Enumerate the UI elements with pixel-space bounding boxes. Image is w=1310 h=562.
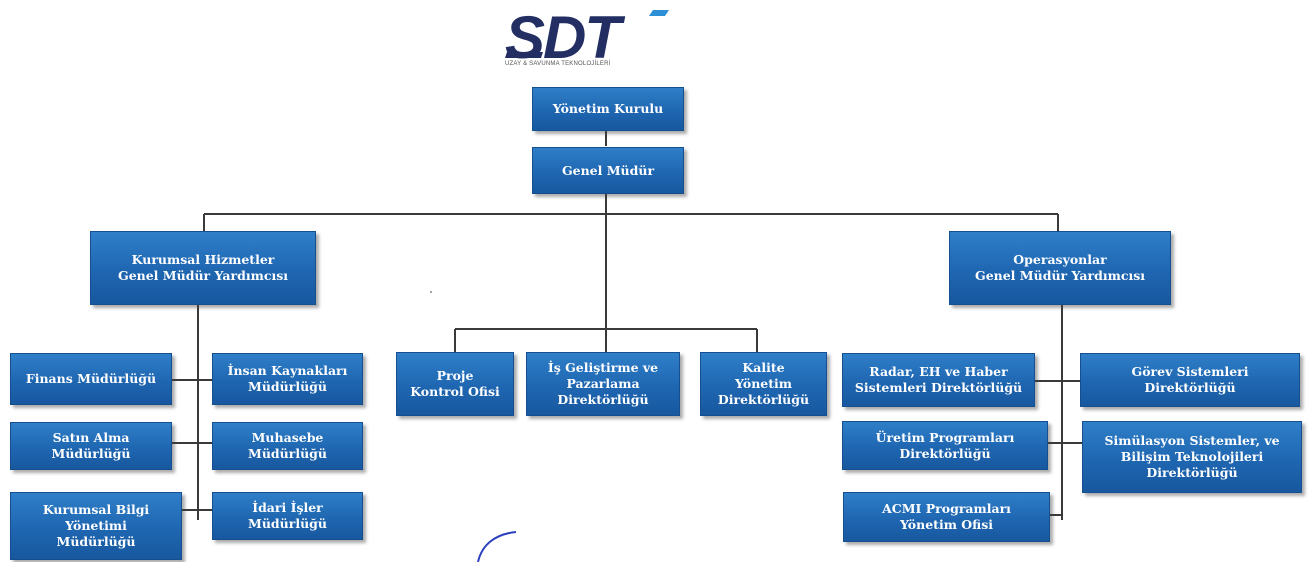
accounting-line2: Müdürlüğü (247, 446, 327, 461)
board-label: Yönetim Kurulu (552, 101, 664, 116)
radar-line1: Radar, EH ve Haber (869, 364, 1008, 379)
simulation-line1: Simülasyon Sistemler, ve (1104, 433, 1280, 448)
admin-affairs-line1: İdari İşler (252, 500, 323, 515)
corporate-info-line1: Kurumsal Bilgi (42, 502, 150, 517)
general-manager-box: Genel Müdür (532, 147, 684, 194)
production-programs-line1: Üretim Programları (875, 429, 1015, 445)
purchasing-line1: Satın Alma (52, 430, 130, 445)
production-programs-box: Üretim Programları Direktörlüğü (842, 421, 1048, 470)
simulation-line2: Bilişim Teknolojileri (1120, 449, 1264, 464)
finance-label: Finans Müdürlüğü (25, 371, 157, 386)
stray-dot (430, 291, 432, 293)
business-development-line1: İş Geliştirme ve (547, 360, 659, 375)
corporate-services-vp-line1: Kurumsal Hizmetler (131, 252, 275, 267)
hr-line2: Müdürlüğü (247, 379, 327, 394)
pen-stroke-mark (477, 531, 517, 562)
quality-box: Kalite Yönetim Direktörlüğü (700, 352, 827, 416)
operations-vp-line2: Genel Müdür Yardımcısı (975, 268, 1145, 283)
hr-line1: İnsan Kaynakları (227, 363, 348, 378)
corporate-info-line3: Müdürlüğü (56, 534, 136, 549)
purchasing-line2: Müdürlüğü (51, 446, 131, 461)
business-development-box: İş Geliştirme ve Pazarlama Direktörlüğü (526, 352, 680, 416)
admin-affairs-line2: Müdürlüğü (247, 516, 327, 531)
corporate-services-vp-box: Kurumsal Hizmetler Genel Müdür Yardımcıs… (90, 231, 316, 305)
mission-systems-line2: Direktörlüğü (1144, 380, 1236, 395)
acmi-programs-box: ACMI Programları Yönetim Ofisi (843, 492, 1050, 542)
finance-box: Finans Müdürlüğü (10, 353, 172, 405)
operations-vp-line1: Operasyonlar (1013, 252, 1107, 267)
accounting-box: Muhasebe Müdürlüğü (212, 422, 363, 470)
logo-text: SDT (505, 6, 625, 71)
hr-box: İnsan Kaynakları Müdürlüğü (212, 353, 363, 405)
business-development-line2: Pazarlama (566, 376, 640, 391)
project-control-box: Proje Kontrol Ofisi (396, 352, 514, 416)
corporate-info-line2: Yönetimi (65, 518, 127, 533)
corporate-services-vp-line2: Genel Müdür Yardımcısı (118, 268, 288, 283)
corporate-info-box: Kurumsal Bilgi Yönetimi Müdürlüğü (10, 492, 182, 560)
quality-line3: Direktörlüğü (717, 392, 810, 407)
admin-affairs-box: İdari İşler Müdürlüğü (212, 492, 363, 540)
sdt-logo: SDT (505, 6, 669, 71)
project-control-line1: Proje (436, 368, 474, 383)
simulation-box: Simülasyon Sistemler, ve Bilişim Teknolo… (1082, 421, 1302, 493)
radar-line2: Sistemleri Direktörlüğü (854, 380, 1023, 395)
simulation-line3: Direktörlüğü (1146, 465, 1238, 480)
logo-tagline: UZAY & SAVUNMA TEKNOLOJİLERİ (505, 61, 611, 67)
mission-systems-box: Görev Sistemleri Direktörlüğü (1080, 353, 1300, 407)
project-control-line2: Kontrol Ofisi (410, 384, 500, 399)
mission-systems-line1: Görev Sistemleri (1131, 364, 1249, 379)
quality-line1: Kalite (742, 360, 785, 375)
business-development-line3: Direktörlüğü (557, 392, 649, 407)
accounting-line1: Muhasebe (251, 430, 324, 445)
production-programs-line2: Direktörlüğü (899, 445, 991, 461)
radar-box: Radar, EH ve Haber Sistemleri Direktörlü… (842, 353, 1035, 407)
acmi-programs-line2: Yönetim Ofisi (899, 517, 994, 532)
general-manager-label: Genel Müdür (561, 162, 655, 178)
acmi-programs-line1: ACMI Programları (882, 501, 1011, 516)
quality-line2: Yönetim (735, 376, 792, 391)
operations-vp-box: Operasyonlar Genel Müdür Yardımcısı (949, 231, 1171, 305)
purchasing-box: Satın Alma Müdürlüğü (10, 422, 172, 470)
board-box: Yönetim Kurulu (532, 87, 684, 131)
